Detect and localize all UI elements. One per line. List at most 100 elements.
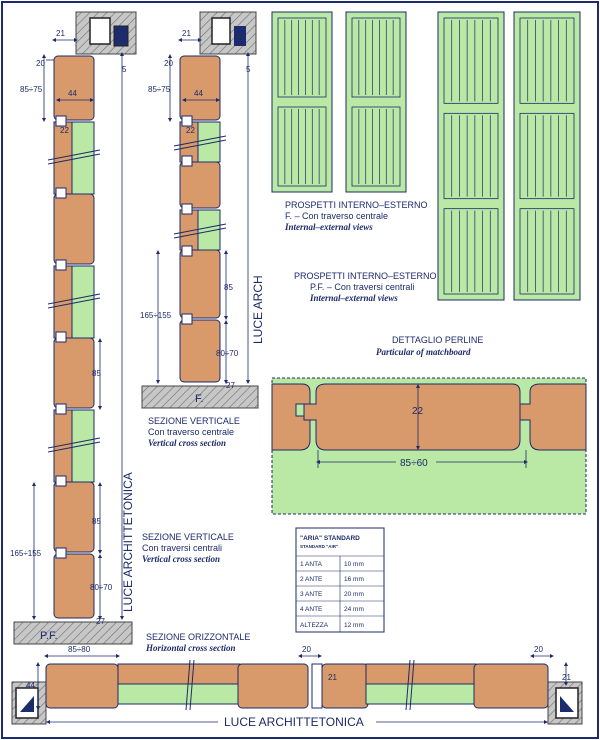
door-panel xyxy=(519,208,575,295)
dim-85-80: 85÷80 xyxy=(68,645,91,654)
dim-85: 85 xyxy=(92,517,101,526)
floor-label: P.F. xyxy=(40,630,58,642)
floor xyxy=(141,385,259,409)
caption-en: Vertical cross section xyxy=(142,554,220,564)
dim-22: 22 xyxy=(186,126,195,135)
matchboard-detail: 22 85÷60 xyxy=(271,377,587,515)
door-panel xyxy=(277,106,327,187)
elevations xyxy=(271,11,581,301)
leaf-stile xyxy=(321,663,369,709)
dim-44: 44 xyxy=(26,681,35,690)
leaf-joint xyxy=(311,663,323,709)
dim-21: 21 xyxy=(56,29,65,38)
detail-en: Particular of matchboard xyxy=(376,347,471,357)
bottom-rail xyxy=(179,319,221,383)
caption-title: PROSPETTI INTERNO–ESTERNO xyxy=(285,200,428,210)
caption-sub: P.F. – Con traversi centrali xyxy=(310,282,414,292)
air-standard-table: "ARIA" STANDARD STANDARD "AIR" 1 ANTA 10… xyxy=(295,527,385,633)
dim-22: 22 xyxy=(60,126,69,135)
dim-20: 20 xyxy=(302,645,311,654)
bottom-rail xyxy=(179,249,221,319)
dim-21: 21 xyxy=(562,673,571,682)
leaf-stile xyxy=(45,663,119,709)
board-right xyxy=(519,383,587,451)
door-elevation xyxy=(513,11,581,301)
top-rail xyxy=(53,55,95,121)
table-cell: 20 mm xyxy=(344,591,364,598)
middle-rail xyxy=(179,161,221,209)
door-panel xyxy=(443,112,499,200)
dim-21: 21 xyxy=(182,29,191,38)
dim-165-155: 165÷155 xyxy=(10,549,42,558)
dim-label-bg xyxy=(396,456,436,468)
caption-en: Vertical cross section xyxy=(148,438,226,448)
door-panel xyxy=(351,17,401,98)
board-left xyxy=(271,383,311,451)
caption-sub: Con traverso centrale xyxy=(148,427,234,437)
dim-44: 44 xyxy=(68,89,77,98)
lintel-profile xyxy=(211,17,231,45)
caption-title: SEZIONE VERTICALE xyxy=(148,416,240,426)
jamb-seal xyxy=(20,696,34,712)
dim-85: 85 xyxy=(224,283,233,292)
vertical-section-pf: P.F. 21 20 5 85÷75 44 22 85 85 165÷155 8… xyxy=(10,11,137,645)
luce-arch-label: LUCE ARCH xyxy=(251,275,265,344)
bottom-rail xyxy=(53,553,95,619)
dim-20: 20 xyxy=(534,645,543,654)
dim-80-70: 80÷70 xyxy=(216,349,239,358)
jamb-seal xyxy=(560,696,574,712)
horizontal-section: 85÷80 44 20 21 20 21 LUCE ARCHITTETONICA xyxy=(11,645,583,729)
label-bg xyxy=(218,715,376,729)
table-title: "ARIA" STANDARD xyxy=(300,535,360,542)
table-cell: ALTEZZA xyxy=(300,622,329,629)
leaf-glass xyxy=(117,683,241,705)
dim-85-75: 85÷75 xyxy=(20,85,43,94)
dim-22: 22 xyxy=(412,406,424,417)
caption-title: PROSPETTI INTERNO–ESTERNO xyxy=(294,271,437,281)
lintel-seal xyxy=(234,26,246,46)
dim-80-70: 80÷70 xyxy=(90,583,113,592)
table-cell: 2 ANTE xyxy=(300,576,323,583)
table-subtitle: STANDARD "AIR" xyxy=(300,544,338,549)
vertical-section-f: F. 21 20 5 85÷75 44 22 85 165÷155 80÷70 … xyxy=(140,11,265,409)
lintel-profile xyxy=(89,17,111,45)
middle-rail xyxy=(53,193,95,265)
jamb-profile xyxy=(555,687,579,719)
leaf-rail xyxy=(365,663,477,685)
door-panel xyxy=(519,112,575,200)
floor xyxy=(13,621,133,645)
luce-architettonica-label: LUCE ARCHITTETONICA xyxy=(121,472,135,612)
caption-title: SEZIONE ORIZZONTALE xyxy=(146,632,250,642)
table-cell: 3 ANTE xyxy=(300,591,323,598)
dim-85-75: 85÷75 xyxy=(148,85,171,94)
leaf-rail xyxy=(117,663,241,685)
dim-85-60: 85÷60 xyxy=(400,458,428,469)
dim-44: 44 xyxy=(194,89,203,98)
dim-5: 5 xyxy=(122,65,127,74)
table-cell: 1 ANTA xyxy=(300,561,323,568)
dim-5: 5 xyxy=(246,65,251,74)
leaf-stile xyxy=(473,663,549,709)
dim-85: 85 xyxy=(92,369,101,378)
door-elevation xyxy=(437,11,505,301)
dim-20: 20 xyxy=(36,59,45,68)
dim-165-155: 165÷155 xyxy=(140,311,172,320)
door-panel xyxy=(443,17,499,104)
dim-20: 20 xyxy=(164,59,173,68)
dim-27: 27 xyxy=(226,381,235,390)
table-cell: 16 mm xyxy=(344,576,364,583)
caption-en: Horizontal cross section xyxy=(145,643,236,653)
floor-label: F. xyxy=(195,393,204,405)
door-panel xyxy=(519,17,575,104)
caption-en: Internal–external views xyxy=(309,293,398,303)
caption-title: SEZIONE VERTICALE xyxy=(142,532,234,542)
door-panel xyxy=(443,208,499,295)
door-panel xyxy=(277,17,327,98)
door-elevation xyxy=(345,11,407,193)
door-panel xyxy=(351,106,401,187)
caption-sub: Con traversi centrali xyxy=(142,543,222,553)
table-cell: 10 mm xyxy=(344,561,364,568)
leaf-stile xyxy=(237,663,309,709)
table-cell: 24 mm xyxy=(344,606,364,613)
